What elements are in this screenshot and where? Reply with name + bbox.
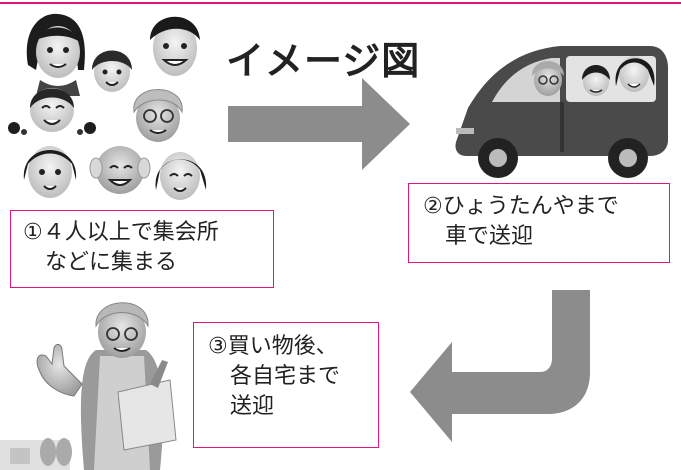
- step-1-box: ①４人以上で集会所 などに集まる: [10, 210, 274, 288]
- young-woman-face-icon: [155, 152, 207, 200]
- passenger-grandmother-icon: [532, 61, 564, 96]
- woman-face-icon-2: [23, 146, 77, 198]
- woman-face-icon: [26, 13, 85, 96]
- elderly-shopper-illustration: [0, 302, 177, 470]
- baguette-icon: [150, 360, 168, 388]
- step-2-line-2: 車で送迎: [423, 224, 534, 249]
- step-3-line-2: 各自宅まで: [208, 364, 341, 389]
- step-3-line-3: 送迎: [208, 394, 275, 419]
- step-3-box: ③買い物後、 各自宅まで 送迎: [193, 322, 379, 448]
- passenger-child-icon: [582, 65, 610, 96]
- step-1-line-2: などに集まる: [23, 250, 178, 275]
- step-2-box: ②ひょうたんやまで 車で送迎: [408, 183, 670, 263]
- van-illustration: [455, 46, 668, 178]
- right-arrow-icon: [228, 78, 410, 170]
- child-face-icon: [92, 50, 132, 92]
- top-rule: [0, 2, 681, 4]
- step-3-line-1: ③買い物後、: [208, 334, 338, 359]
- step-1-line-1: ①４人以上で集会所: [23, 220, 219, 245]
- girl-face-icon: [8, 88, 96, 135]
- waving-hand-icon: [36, 343, 83, 397]
- passenger-woman-icon: [615, 56, 655, 92]
- diagram-title: イメージ図: [226, 39, 421, 83]
- return-arrow-icon: [410, 290, 590, 442]
- man-face-icon: [150, 16, 200, 76]
- grandfather-face-icon: [89, 146, 151, 194]
- grandmother-face-icon: [133, 89, 183, 142]
- people-group-illustration: [8, 13, 207, 200]
- step-2-line-1: ②ひょうたんやまで: [423, 194, 619, 219]
